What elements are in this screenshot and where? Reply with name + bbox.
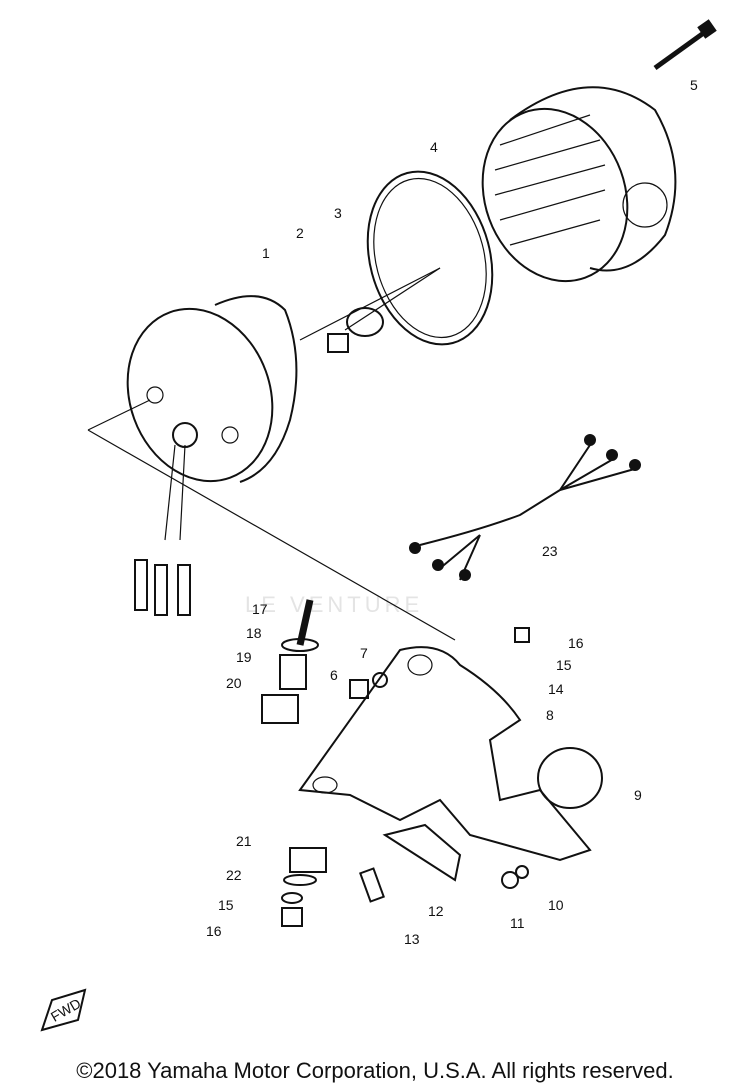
callout-1: 1 — [262, 245, 270, 261]
callout-2: 2 — [296, 225, 304, 241]
callout-12: 12 — [428, 903, 444, 919]
callout-6: 6 — [330, 667, 338, 683]
part-3-gasket — [366, 170, 494, 346]
callout-15b: 15 — [556, 657, 572, 673]
bolt-stack-17-20 — [261, 599, 319, 724]
callout-21: 21 — [236, 833, 252, 849]
callout-22: 22 — [226, 867, 242, 883]
callout-20: 20 — [226, 675, 242, 691]
callout-5: 5 — [690, 77, 698, 93]
copyright-notice: ©2018 Yamaha Motor Corporation, U.S.A. A… — [76, 1058, 674, 1083]
callout-9: 9 — [634, 787, 642, 803]
watermark: LE VENTURE — [245, 592, 424, 617]
callout-17: 17 — [252, 601, 268, 617]
callout-23: 23 — [542, 543, 558, 559]
callout-15: 15 — [218, 897, 234, 913]
callout-19: 19 — [236, 649, 252, 665]
part-23-harness — [409, 434, 641, 581]
callout-18: 18 — [246, 625, 262, 641]
callout-4: 4 — [430, 139, 438, 155]
part-1-light-base — [126, 295, 298, 616]
callout-16b: 16 — [568, 635, 584, 651]
callout-8: 8 — [546, 707, 554, 723]
callout-14: 14 — [548, 681, 564, 697]
part-12-plate — [382, 823, 462, 882]
callout-11: 11 — [510, 915, 525, 931]
forward-arrow-icon: FWD — [40, 988, 87, 1032]
callout-10: 10 — [548, 897, 564, 913]
callout-16: 16 — [206, 923, 222, 939]
part-4-lens-housing — [481, 86, 677, 283]
part-2-bulb — [327, 267, 441, 353]
callout-3: 3 — [334, 205, 342, 221]
bolt-stack-21-16 — [281, 847, 327, 927]
callout-7: 7 — [360, 645, 368, 661]
part-8-bracket — [298, 646, 592, 862]
exploded-parts-diagram: FWD 1 2 3 4 5 6 7 8 9 10 11 12 13 14 15 … — [40, 19, 717, 1032]
part-5-screw — [653, 19, 717, 71]
callout-13: 13 — [404, 931, 420, 947]
part-9-reflector — [537, 747, 603, 809]
